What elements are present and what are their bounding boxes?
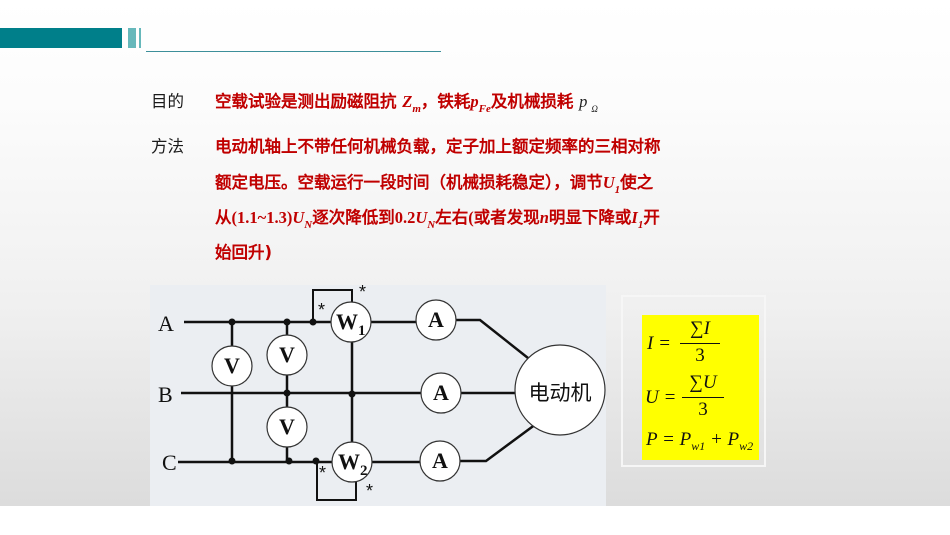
var-UN: UN: [292, 208, 313, 231]
motor-icon: [514, 344, 606, 436]
motor-label: 电动机: [528, 381, 592, 405]
ammeter-2-icon: [420, 372, 462, 414]
ammeter-1-label: A: [428, 307, 444, 332]
purpose-text-mid: ，铁耗: [420, 92, 471, 111]
voltmeter-2-icon: [266, 334, 308, 376]
method-line-1: 电动机轴上不带任何机械负载，定子加上额定频率的三相对称: [215, 137, 661, 156]
wattmeter-2-label: W2: [338, 449, 368, 479]
formula-2-lhs: U =: [645, 387, 677, 408]
method-label: 方法: [151, 137, 184, 156]
polarity-mark-w1-current: *: [318, 300, 326, 320]
method-line-3: 从(1.1~1.3)UN逐次降低到0.2UN左右(或者发现n明显下降或I1开: [215, 208, 660, 231]
formula-2-fraction-bar: [682, 397, 724, 398]
voltmeter-1-label: V: [224, 353, 240, 378]
voltmeter-3-icon: [266, 406, 308, 448]
purpose-text-suffix: 及机械损耗: [490, 92, 580, 111]
header-accent-stripe: [139, 28, 141, 48]
wattmeter-1-icon: [330, 301, 372, 343]
var-pFe: pFe: [470, 92, 491, 115]
ammeter-3-label: A: [432, 448, 448, 473]
formula-1-lhs: I =: [647, 333, 671, 354]
formula-3: P = Pw1 + Pw2: [646, 429, 754, 453]
header-accent-bar: [0, 28, 122, 48]
circuit-svg: [178, 289, 606, 501]
formula-2-numerator: ∑U: [689, 372, 717, 393]
var-Zm: Zm: [402, 92, 421, 115]
formula-box: I = ∑I 3 U = ∑U 3 P = Pw1 + Pw2: [642, 315, 759, 460]
wattmeter-2-icon: [331, 441, 373, 483]
formula-1-denominator: 3: [695, 345, 705, 366]
purpose-label: 目的: [151, 92, 184, 111]
voltmeter-2-label: V: [279, 342, 295, 367]
voltmeter-1-icon: [211, 345, 253, 387]
purpose-text-prefix: 空载试验是测出励磁阻抗: [215, 92, 403, 111]
phase-label-b: B: [158, 382, 173, 407]
phase-label-a: A: [158, 311, 174, 336]
formula-2-denominator: 3: [698, 399, 708, 420]
header-accent-block: [128, 28, 136, 48]
circuit-diagram: A B C V V V W1 W2 * * * * A A A 电动机: [150, 282, 606, 506]
formula-1-numerator: ∑I: [690, 318, 710, 339]
ammeter-2-label: A: [433, 380, 449, 405]
var-U1: U1: [602, 173, 621, 196]
polarity-mark-w2-voltage: *: [366, 481, 374, 501]
var-I1: I1: [631, 208, 644, 231]
ammeter-3-icon: [419, 440, 461, 482]
var-n: n: [539, 208, 549, 227]
polarity-mark-w2-current: *: [319, 463, 327, 483]
method-line-4: 始回升): [215, 243, 273, 262]
method-line-2: 额定电压。空载运行一段时间（机械损耗稳定），调节U1使之: [215, 173, 654, 196]
polarity-mark-w1-voltage: *: [359, 282, 367, 302]
wattmeter-1-label: W1: [336, 309, 366, 339]
voltmeter-3-label: V: [279, 414, 295, 439]
title-underline: [146, 51, 441, 52]
phase-label-c: C: [162, 450, 177, 475]
formula-frame: [621, 295, 766, 467]
ammeter-1-icon: [415, 299, 457, 341]
formula-1-fraction-bar: [680, 343, 720, 344]
